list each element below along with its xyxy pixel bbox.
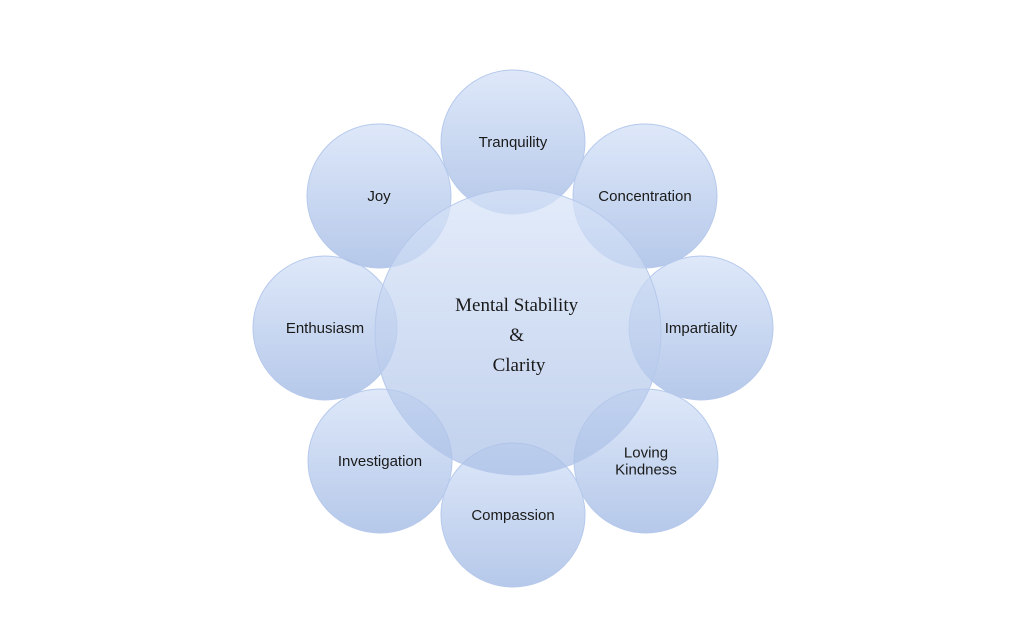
petal-label-line: Enthusiasm xyxy=(286,320,364,337)
center-label-line-2: & xyxy=(509,325,524,346)
petal-circle-joy xyxy=(306,123,452,269)
petal-label-impartiality: Impartiality xyxy=(665,320,738,337)
center-label-line-1: Mental Stability xyxy=(455,295,578,316)
petal-label-line: Investigation xyxy=(338,453,422,470)
petal-label-line: Compassion xyxy=(471,507,554,524)
petal-label-line: Kindness xyxy=(615,462,677,479)
petal-label-investigation: Investigation xyxy=(338,453,422,470)
center-circle xyxy=(374,188,662,476)
petal-label-line: Loving xyxy=(624,445,668,462)
center-node: Mental Stability & Clarity xyxy=(374,188,662,476)
petal-labels: TranquilityConcentrationImpartialityLovi… xyxy=(286,134,738,524)
petal-circles xyxy=(252,69,774,588)
petal-label-concentration: Concentration xyxy=(598,188,691,205)
petal-label-enthusiasm: Enthusiasm xyxy=(286,320,364,337)
petal-label-line: Concentration xyxy=(598,188,691,205)
petal-label-line: Joy xyxy=(367,188,391,205)
petal-label-compassion: Compassion xyxy=(471,507,554,524)
center-label: Mental Stability & Clarity xyxy=(455,295,583,376)
petal-label-line: Impartiality xyxy=(665,320,738,337)
petal-label-line: Tranquility xyxy=(479,134,548,151)
petal-label-joy: Joy xyxy=(367,188,391,205)
petal-label-tranquility: Tranquility xyxy=(479,134,548,151)
center-label-line-3: Clarity xyxy=(493,355,546,376)
